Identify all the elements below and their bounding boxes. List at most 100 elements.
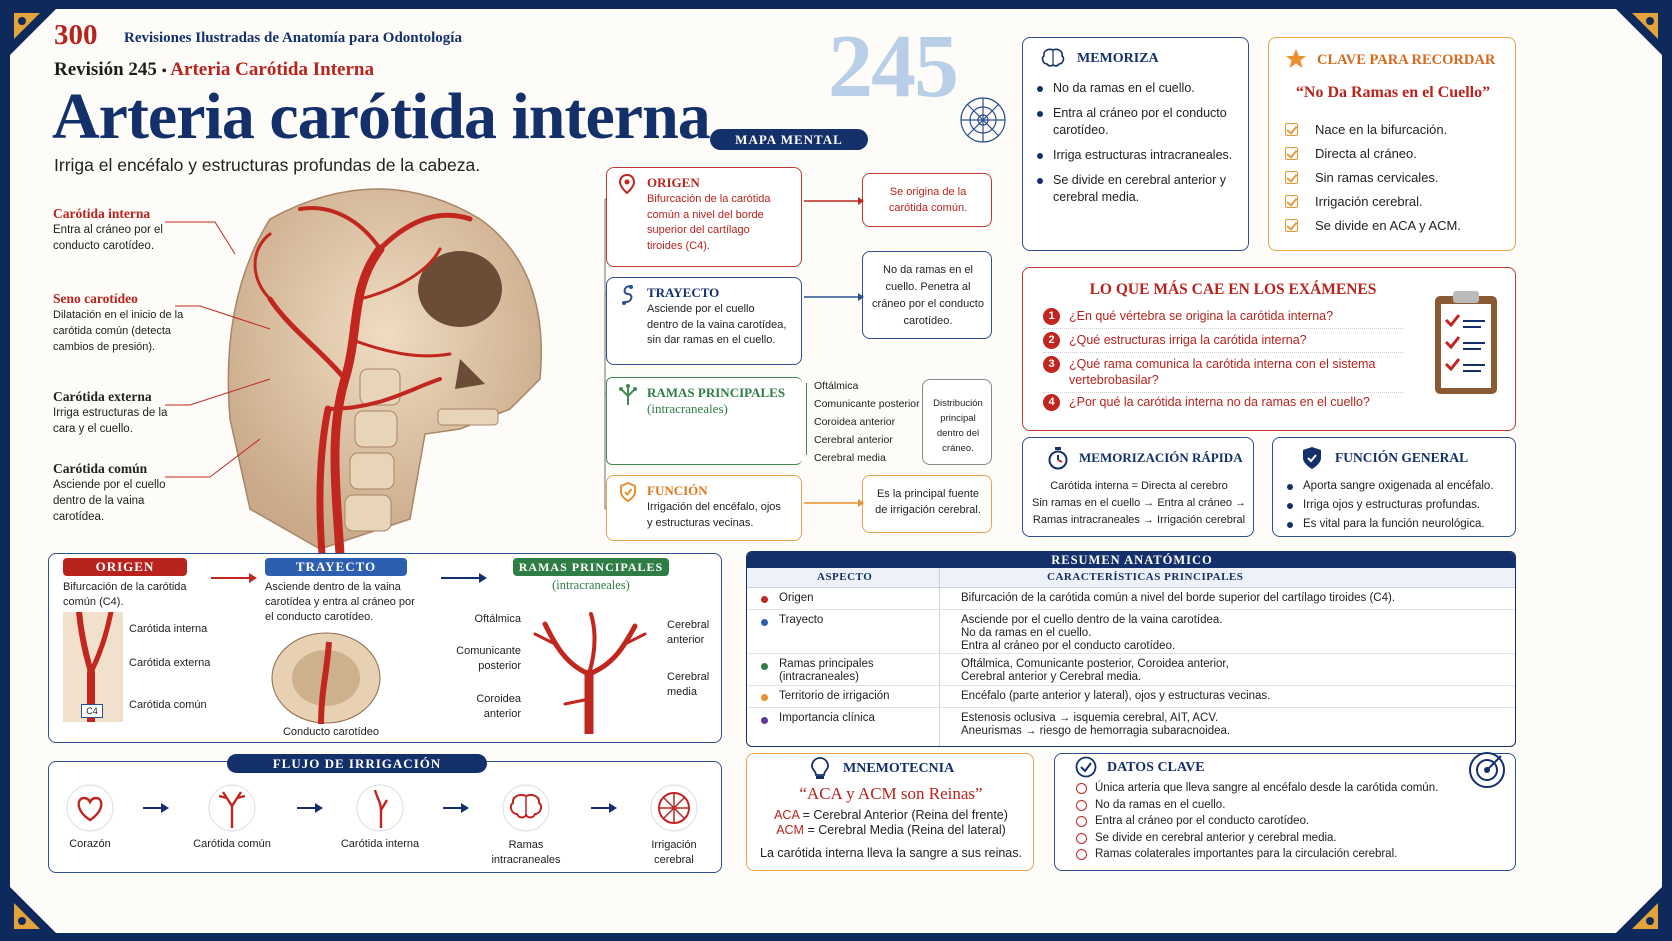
- arrow-right-icon: [441, 573, 487, 583]
- heart-icon: [66, 784, 114, 832]
- list-item: No da ramas en el cuello.: [1033, 80, 1238, 97]
- mindmap-origen-card: ORIGEN Bifurcación de la carótida común …: [606, 167, 802, 267]
- mnemonic-footer: La carótida interna lleva la sangre a su…: [760, 846, 1022, 860]
- mind-map-label: MAPA MENTAL: [710, 129, 868, 150]
- skull-base-diagram: [271, 632, 381, 724]
- label-carotida-interna: Carótida interna Entra al cráneo por el …: [53, 206, 163, 252]
- arrow-right-icon: [443, 803, 469, 813]
- bifurcation-diagram: [63, 612, 123, 722]
- artery-icon: [208, 784, 256, 832]
- table-row: Importancia clínica Estenosis oclusiva →…: [747, 708, 1515, 744]
- mindmap-funcion-note: Es la principal fuente de irrigación cer…: [862, 475, 992, 533]
- checklist-item: Se divide en ACA y ACM.: [1281, 216, 1461, 240]
- mindmap-origen-note: Se origina de la carótida común.: [862, 173, 992, 227]
- funcion-general-card: FUNCIÓN GENERAL Aporta sangre oxigenada …: [1272, 437, 1516, 537]
- checkbox-icon: [1285, 171, 1298, 184]
- series-number: 300: [54, 19, 98, 51]
- branches-icon: [619, 384, 637, 405]
- diagram-label: Cerebral anterior: [667, 619, 710, 646]
- label-leader-lines: [165, 221, 271, 478]
- mnemotecnia-card: MNEMOTECNIA “ACA y ACM son Reinas” ACA =…: [746, 753, 1034, 871]
- table-row: Territorio de irrigación Encéfalo (parte…: [747, 686, 1515, 708]
- c4-tag: C4: [81, 704, 103, 718]
- rama-item: Comunicante posterior: [814, 398, 920, 410]
- diagram-label: Carótida interna: [129, 623, 208, 635]
- location-pin-icon: [619, 174, 635, 194]
- datos-clave-card: DATOS CLAVE Única arteria que lleva sang…: [1054, 752, 1516, 871]
- checkbox-icon: [1285, 147, 1298, 160]
- skull-artery-illustration: [227, 188, 542, 554]
- shield-check-icon: [1303, 447, 1321, 469]
- table-row: Trayecto Asciende por el cuello dentro d…: [747, 610, 1515, 654]
- flujo-step: Ramas intracraneales: [491, 839, 561, 866]
- page-subtitle: Irriga el encéfalo y estructuras profund…: [54, 155, 481, 175]
- big-revision-number: 245: [828, 17, 959, 116]
- flujo-panel: FLUJO DE IRRIGACIÓN Corazón Carótida com…: [48, 754, 722, 873]
- corner-ornament-icon: [1616, 9, 1662, 55]
- infographic-sheet: 300 Revisiones Ilustradas de Anatomía pa…: [10, 9, 1662, 933]
- aspect-bullet-icon: [761, 663, 768, 670]
- star-icon: [1286, 49, 1306, 68]
- resumen-table: RESUMEN ANATÓMICO ASPECTO CARACTERÍSTICA…: [746, 551, 1516, 747]
- rama-item: Oftálmica: [814, 380, 859, 392]
- network-icon: [960, 97, 1006, 143]
- diagram-label: Coroidea anterior: [476, 693, 521, 720]
- memoriza-list: No da ramas en el cuello. Entra al cráne…: [1033, 80, 1238, 214]
- rapida-line: Ramas intracraneales → Irrigación cerebr…: [1032, 514, 1246, 526]
- list-item: Ramas colaterales importantes para la ci…: [1073, 846, 1503, 863]
- mind-map-arrows: [804, 197, 864, 507]
- corner-ornament-icon: [1616, 887, 1662, 933]
- checkbox-icon: [1285, 123, 1298, 136]
- brain-icon: [1041, 48, 1065, 67]
- mindmap-funcion-card: FUNCIÓN Irrigación del encéfalo, ojos y …: [606, 475, 802, 541]
- mindmap-ramas-card: RAMAS PRINCIPALES (intracraneales): [606, 377, 802, 465]
- datos-list: Única arteria que lleva sangre al encéfa…: [1073, 780, 1503, 863]
- exam-question: 4¿Por qué la carótida interna no da rama…: [1043, 394, 1403, 414]
- list-item: Es vital para la función neurológica.: [1283, 516, 1513, 533]
- list-item: Aporta sangre oxigenada al encéfalo.: [1283, 478, 1513, 495]
- mindmap-ramas-note: Distribución principal dentro del cráneo…: [922, 379, 992, 465]
- diagram-label: Oftálmica: [474, 613, 521, 625]
- rama-item: Coroidea anterior: [814, 416, 896, 428]
- diagram-trayecto-label: TRAYECTO: [265, 558, 407, 576]
- corner-ornament-icon: [10, 887, 56, 933]
- brain-icon: [502, 784, 550, 832]
- revision-label: Revisión 245 • Arteria Carótida Interna: [54, 59, 374, 80]
- examenes-card: LO QUE MÁS CAE EN LOS EXÁMENES 1¿En qué …: [1022, 267, 1516, 431]
- rama-item: Cerebral media: [814, 452, 886, 464]
- checklist-item: Nace en la bifurcación.: [1281, 120, 1461, 144]
- arrow-right-icon: [211, 573, 257, 583]
- label-seno-carotideo: Seno carotídeo Dilatación en el inicio d…: [53, 291, 184, 353]
- list-item: Se divide en cerebral anterior y cerebra…: [1033, 172, 1238, 206]
- diagram-label: Comunicante posterior: [456, 645, 521, 672]
- series-title: Revisiones Ilustradas de Anatomía para O…: [124, 30, 462, 46]
- exam-question: 1¿En qué vértebra se origina la carótida…: [1043, 308, 1403, 329]
- shield-icon: [620, 482, 636, 502]
- table-row: Origen Bifurcación de la carótida común …: [747, 588, 1515, 610]
- mindmap-trayecto-card: TRAYECTO Asciende por el cuello dentro d…: [606, 277, 802, 365]
- exam-question: 2¿Qué estructuras irriga la carótida int…: [1043, 332, 1403, 353]
- flujo-step: Corazón: [69, 838, 111, 850]
- rapida-line: Sin ramas en el cuello → Entra al cráneo…: [1032, 497, 1246, 509]
- list-item: Única arteria que lleva sangre al encéfa…: [1073, 780, 1503, 797]
- check-circle-icon: [1075, 756, 1097, 778]
- rapida-card: MEMORIZACIÓN RÁPIDA Carótida interna = D…: [1022, 437, 1254, 537]
- mindmap-trayecto-note: No da ramas en el cuello. Penetra al crá…: [862, 251, 992, 339]
- clave-checklist: Nace en la bifurcación. Directa al cráne…: [1281, 120, 1461, 240]
- diagram-label: Carótida común: [129, 699, 207, 711]
- mnemonic-line: ACM = Cerebral Media (Reina del lateral): [776, 823, 1006, 837]
- checklist-item: Irrigación cerebral.: [1281, 192, 1461, 216]
- aspect-bullet-icon: [761, 694, 768, 701]
- aspect-bullet-icon: [761, 619, 768, 626]
- flujo-step: Carótida común: [193, 838, 271, 850]
- target-icon: [1469, 752, 1505, 788]
- arrow-right-icon: [143, 803, 169, 813]
- corner-ornament-icon: [10, 9, 56, 55]
- flujo-step: Carótida interna: [340, 838, 420, 850]
- checklist-item: Directa al cráneo.: [1281, 144, 1461, 168]
- resumen-col-caracteristicas: CARACTERÍSTICAS PRINCIPALES: [1047, 571, 1244, 583]
- diagram-row-panel: ORIGEN Bifurcación de la carótida común …: [48, 553, 722, 743]
- rapida-line: Carótida interna = Directa al cerebro: [1050, 480, 1228, 492]
- diagram-label: Cerebral media: [667, 671, 710, 698]
- list-item: Se divide en cerebral anterior y cerebra…: [1073, 830, 1503, 847]
